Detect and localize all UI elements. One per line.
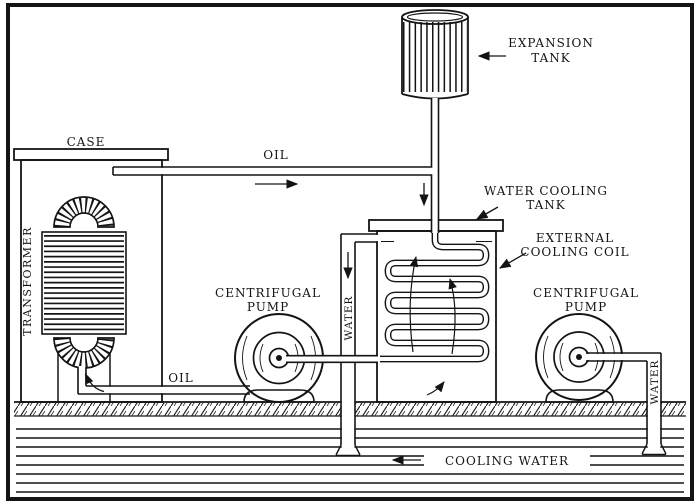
oil-up-flow-arrow: [84, 373, 105, 393]
cooling-water-label-backing: [424, 450, 590, 471]
label-pump-right-line1: CENTRIFUGAL: [533, 286, 639, 300]
pump-left: [234, 313, 379, 403]
external-cooling-coil-callout-arrow: [498, 252, 527, 269]
label-water-cooling-tank-line2: TANK: [526, 198, 566, 212]
label-case: CASE: [67, 135, 106, 149]
labels: CASE OIL EXPANSION TANK WATER COOLING TA…: [21, 36, 661, 471]
transformer-case: [13, 148, 169, 403]
label-water-left: WATER: [343, 295, 355, 340]
label-oil-bottom: OIL: [168, 371, 194, 385]
pump-right: [535, 313, 667, 456]
external-cooling-coil: [380, 233, 490, 363]
label-water-cooling-tank-line1: WATER COOLING: [484, 184, 608, 198]
label-expansion-tank-line1: EXPANSION: [508, 36, 594, 50]
transformer: [41, 196, 127, 401]
expansion-pipe: [419, 98, 440, 233]
label-oil-top: OIL: [263, 148, 289, 162]
tank-flow-arrows: [409, 255, 457, 396]
pump-right-discharge-pipe: [586, 352, 667, 456]
label-water-right: WATER: [649, 359, 661, 404]
water-cooling-tank-callout-arrow: [475, 206, 499, 220]
label-transformer: TRANSFORMER: [21, 226, 34, 336]
label-pump-left-line1: CENTRIFUGAL: [215, 286, 321, 300]
label-cooling-water: COOLING WATER: [445, 454, 569, 468]
figure-border: [6, 3, 694, 501]
label-external-cooling-coil-line2: COOLING COIL: [520, 245, 629, 259]
label-expansion-tank-line2: TANK: [531, 51, 571, 65]
label-external-cooling-coil-line1: EXTERNAL: [536, 231, 614, 245]
pump-left-discharge-pipe: [286, 354, 379, 364]
pump-right-pedestal: [545, 389, 614, 403]
water-drain-pipe: [335, 233, 379, 457]
expansion-tank: [401, 9, 469, 100]
oil-return-pipe: [77, 366, 252, 395]
label-pump-right-line2: PUMP: [565, 300, 607, 314]
pump-left-pedestal: [243, 389, 315, 403]
water-cooling-tank: [368, 219, 504, 403]
label-pump-left-line2: PUMP: [247, 300, 289, 314]
oil-supply-pipe: [112, 166, 433, 189]
